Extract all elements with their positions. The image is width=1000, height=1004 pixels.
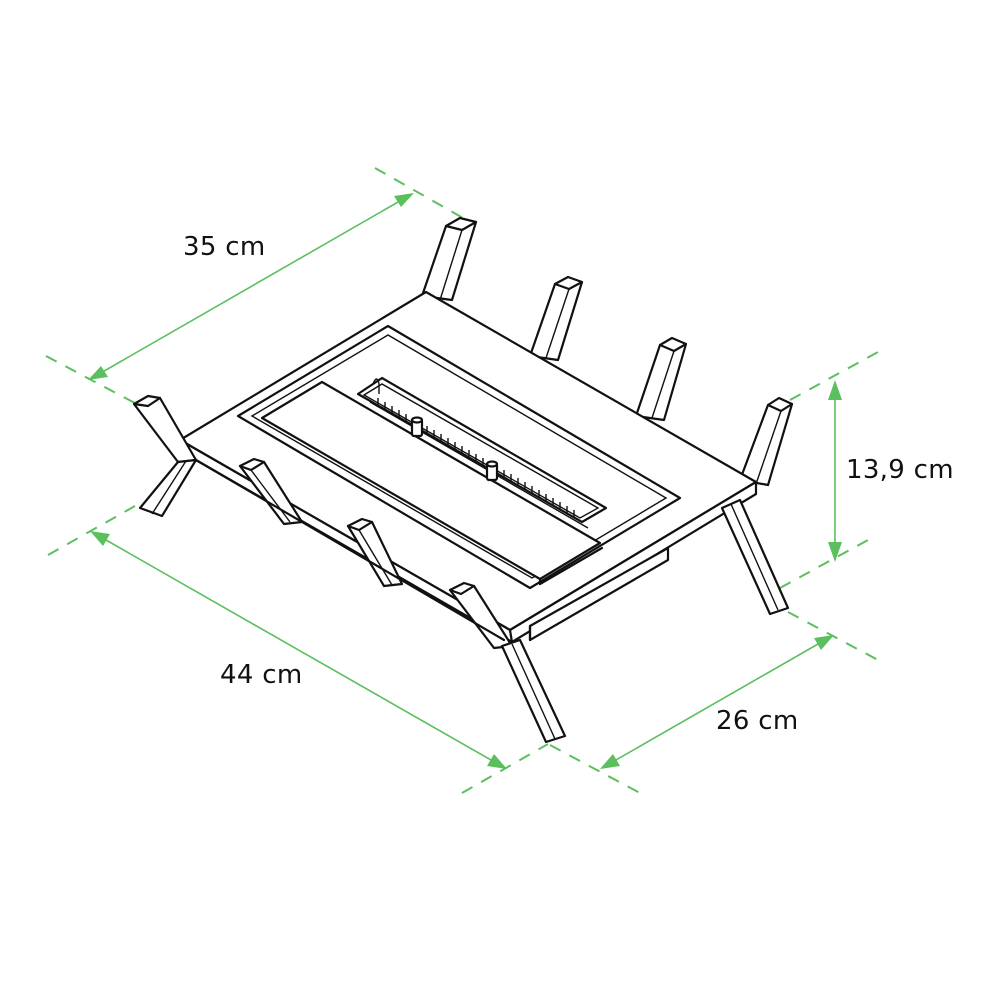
- dimension-label-width: 26 cm: [716, 706, 799, 736]
- front-legs: [132, 394, 790, 744]
- dimension-44cm: [47, 505, 549, 794]
- dimension-label-length: 44 cm: [220, 660, 303, 690]
- burner-pin: [485, 460, 499, 482]
- back-legs: [420, 216, 794, 487]
- dimension-35cm: [45, 167, 471, 411]
- dimension-label-height: 13,9 cm: [846, 455, 954, 485]
- dimension-26cm: [549, 611, 879, 794]
- dimension-13-9cm: [779, 351, 879, 589]
- burner-pin: [410, 416, 424, 438]
- dimension-label-depth: 35 cm: [183, 232, 266, 262]
- burner-recess: [236, 324, 682, 590]
